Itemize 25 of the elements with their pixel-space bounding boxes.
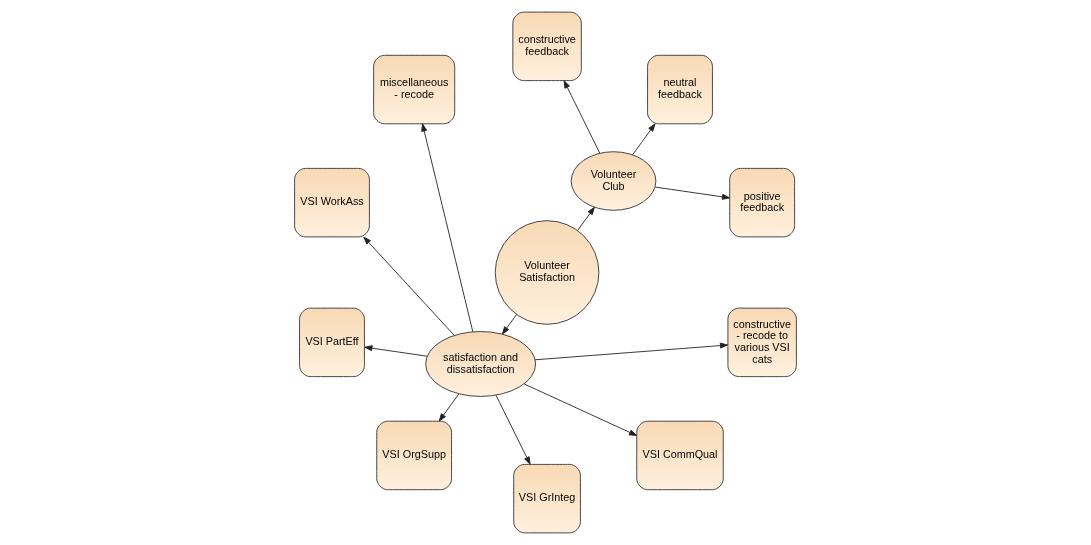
node-box: VSI PartEff <box>299 307 365 378</box>
node-box: constructive feedback <box>512 11 582 82</box>
arrow <box>534 342 729 361</box>
node-box: miscellaneous - recode <box>373 54 456 125</box>
node-box: positive feedback <box>729 167 796 238</box>
arrow <box>523 383 638 436</box>
node-ellipse: Volunteer Club <box>570 151 657 211</box>
arrow <box>577 206 595 231</box>
arrow <box>363 236 455 336</box>
arrow <box>438 393 460 422</box>
arrow <box>421 123 474 333</box>
node-box: constructive - recode to various VSI cats <box>727 307 797 378</box>
node-box: neutral feedback <box>647 54 713 125</box>
node-ellipse: satisfaction and dissatisfaction <box>425 331 537 397</box>
arrow <box>563 80 601 154</box>
node-box: VSI WorkAss <box>294 167 370 238</box>
node-box: VSI OrgSupp <box>376 420 452 491</box>
arrow <box>632 123 656 156</box>
arrow <box>495 394 531 465</box>
arrow <box>364 345 428 357</box>
arrow <box>654 186 731 200</box>
arrow <box>501 314 518 335</box>
node-circle: Volunteer Satisfaction <box>494 220 600 325</box>
node-box: VSI CommQual <box>636 420 724 491</box>
node-box: VSI GrInteg <box>513 463 581 534</box>
